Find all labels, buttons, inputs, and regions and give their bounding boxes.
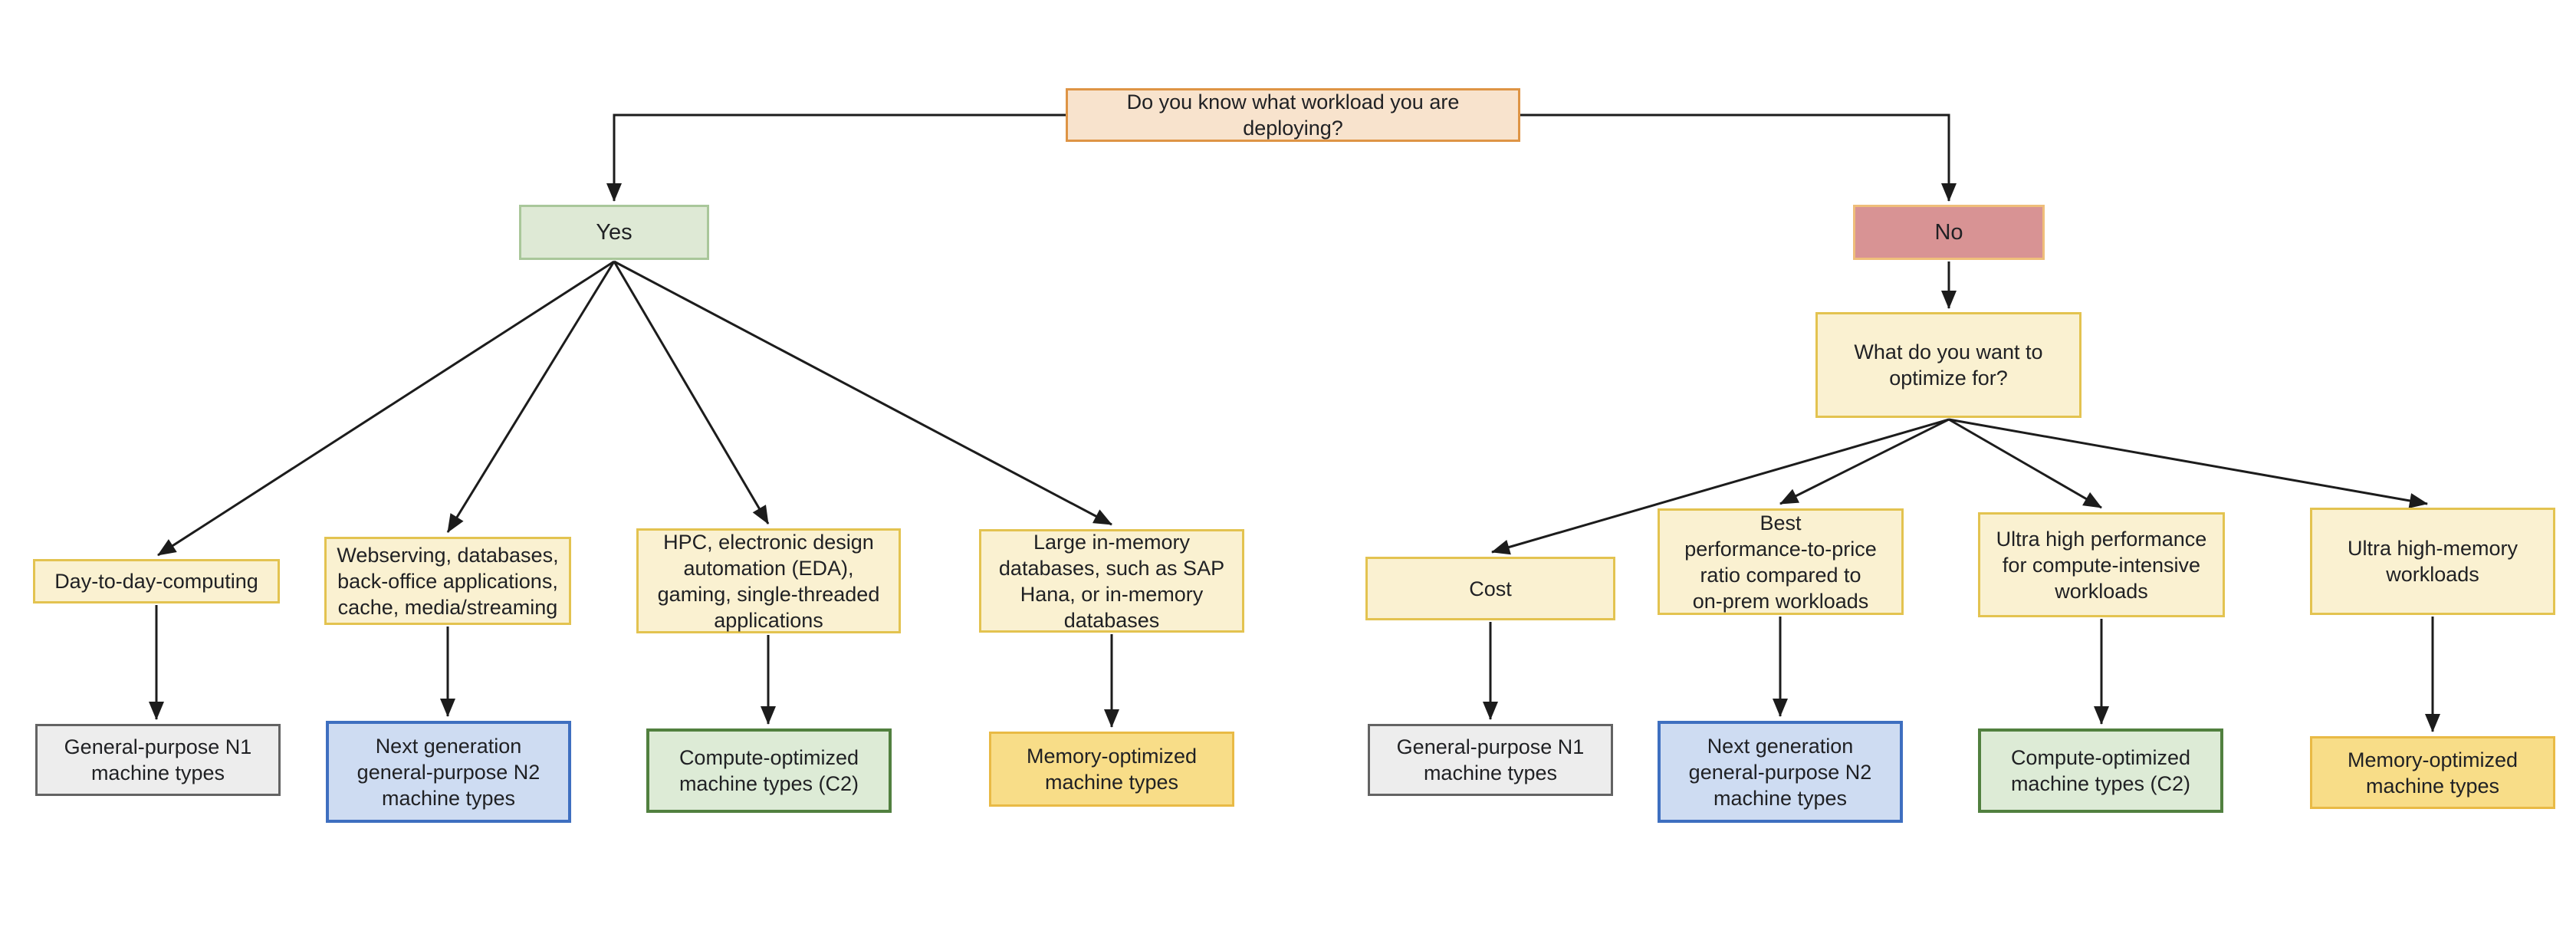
node-result-n2-right-label: Next generation general-purpose N2 machi… <box>1688 734 1872 810</box>
node-result-n1-right: General-purpose N1 machine types <box>1368 724 1613 796</box>
node-workload-day-to-day: Day-to-day-computing <box>33 559 280 603</box>
node-result-n1-left-label: General-purpose N1 machine types <box>64 735 252 784</box>
edge-yes-day <box>157 260 615 557</box>
node-optimize-best-price-label: Best performance-to-price ratio compared… <box>1684 511 1877 613</box>
edge-question-no <box>1520 113 1957 202</box>
edge-yes-hpc <box>613 261 770 525</box>
node-workload-large-in-memory-label: Large in-memory databases, such as SAP H… <box>998 530 1225 632</box>
node-answer-yes-label: Yes <box>596 220 632 245</box>
node-answer-yes: Yes <box>519 205 709 260</box>
node-optimize-ultra-memory-label: Ultra high-memory workloads <box>2347 537 2518 586</box>
node-optimize-ultra-memory: Ultra high-memory workloads <box>2310 508 2555 615</box>
node-question-optimize: What do you want to optimize for? <box>1815 312 2082 418</box>
node-workload-hpc: HPC, electronic design automation (EDA),… <box>636 528 901 633</box>
node-result-n1-left: General-purpose N1 machine types <box>35 724 281 796</box>
node-result-c2-right-label: Compute-optimized machine types (C2) <box>2010 746 2191 795</box>
node-answer-no-label: No <box>1934 220 1963 245</box>
node-result-memory-left-label: Memory-optimized machine types <box>1026 745 1198 794</box>
node-result-c2-left-label: Compute-optimized machine types (C2) <box>678 746 859 795</box>
node-result-n2-left-label: Next generation general-purpose N2 machi… <box>356 734 540 810</box>
node-workload-large-in-memory: Large in-memory databases, such as SAP H… <box>979 529 1244 633</box>
node-result-memory-right: Memory-optimized machine types <box>2310 736 2555 809</box>
edge-yes-web <box>446 261 616 533</box>
node-workload-webserving: Webserving, databases, back-office appli… <box>324 537 571 625</box>
edge-optimize-best <box>1779 418 1950 505</box>
node-result-c2-right: Compute-optimized machine types (C2) <box>1978 728 2223 813</box>
node-optimize-ultra-performance-label: Ultra high performance for compute-inten… <box>1996 527 2207 603</box>
node-question-workload: Do you know what workload you are deploy… <box>1066 88 1520 142</box>
node-result-c2-left: Compute-optimized machine types (C2) <box>646 728 892 813</box>
node-optimize-ultra-performance: Ultra high performance for compute-inten… <box>1978 512 2225 617</box>
node-workload-hpc-label: HPC, electronic design automation (EDA),… <box>657 530 880 632</box>
node-workload-day-to-day-label: Day-to-day-computing <box>54 570 258 593</box>
node-result-memory-right-label: Memory-optimized machine types <box>2347 748 2518 798</box>
node-result-n1-right-label: General-purpose N1 machine types <box>1396 735 1585 784</box>
edge-question-yes <box>606 113 1066 202</box>
node-result-n2-left: Next generation general-purpose N2 machi… <box>326 721 571 823</box>
node-question-workload-label: Do you know what workload you are deploy… <box>1126 90 1460 140</box>
node-optimize-cost-label: Cost <box>1469 577 1512 600</box>
edge-optimize-ultra-mem <box>1948 418 2428 508</box>
node-result-memory-left: Memory-optimized machine types <box>989 732 1234 807</box>
node-optimize-best-price: Best performance-to-price ratio compared… <box>1658 508 1904 615</box>
node-answer-no: No <box>1853 205 2045 260</box>
node-optimize-cost: Cost <box>1365 557 1615 620</box>
node-workload-webserving-label: Webserving, databases, back-office appli… <box>337 543 559 619</box>
node-question-optimize-label: What do you want to optimize for? <box>1854 340 2043 390</box>
node-result-n2-right: Next generation general-purpose N2 machi… <box>1658 721 1903 823</box>
edge-yes-large <box>613 260 1112 526</box>
edge-optimize-ultra-perf <box>1948 418 2102 509</box>
